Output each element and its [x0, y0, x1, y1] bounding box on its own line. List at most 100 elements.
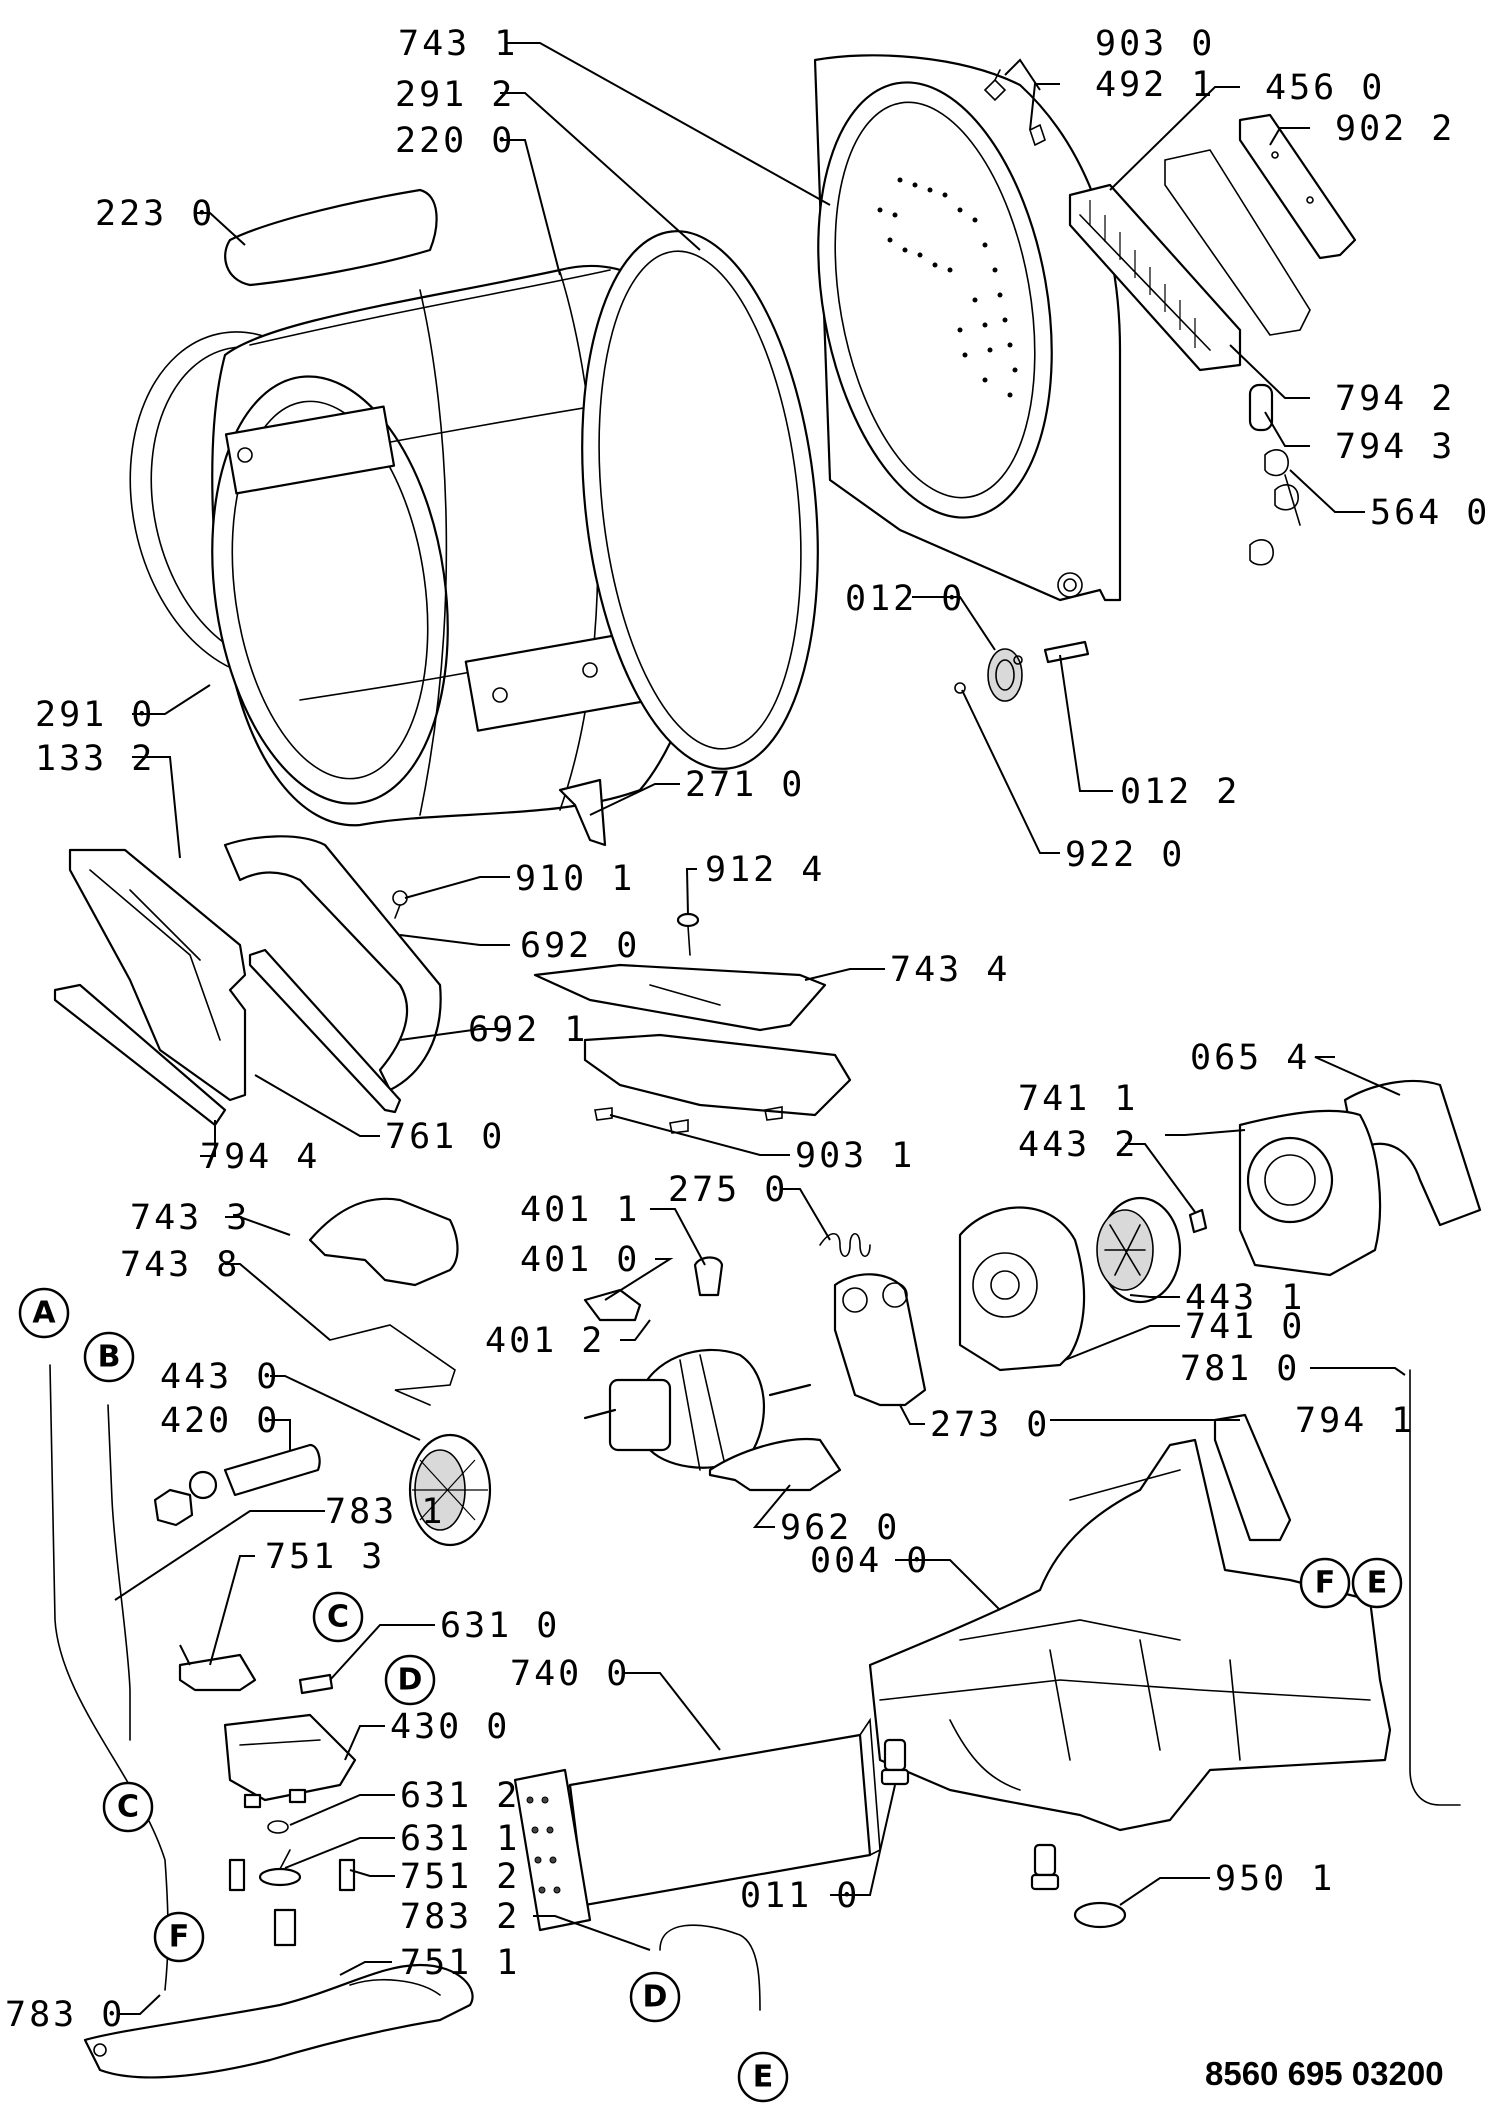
label-004-0: 004 0 [810, 1541, 930, 1581]
label-903-0: 903 0 [1095, 24, 1215, 64]
connector-E-base: E [1351, 1557, 1403, 1609]
svg-text:D: D [398, 1663, 423, 1698]
label-401-1: 401 1 [520, 1190, 640, 1230]
shaft [1043, 640, 1090, 664]
label-631-0: 631 0 [440, 1606, 560, 1646]
front-air-duct [68, 848, 247, 1102]
filter-gasket [1164, 149, 1311, 336]
label-903-1: 903 1 [795, 1136, 915, 1176]
label-443-0: 443 0 [160, 1357, 280, 1397]
clamp-401-1 [693, 1256, 724, 1297]
wiring-harness [83, 1963, 474, 2079]
part-labels: 743 1 903 0 492 1 456 0 902 2 291 2 220 … [5, 24, 1490, 2035]
adjustable-foot-right [1030, 1843, 1060, 1891]
fan-housing-front [1238, 1109, 1382, 1277]
label-922-0: 922 0 [1065, 835, 1185, 875]
label-456-0: 456 0 [1265, 68, 1385, 108]
foam-pad [1343, 1079, 1482, 1227]
connector-D-pump: D [384, 1654, 436, 1706]
label-950-1: 950 1 [1215, 1859, 1335, 1899]
rear-panel [813, 54, 1122, 602]
shaft-with-nut [153, 1443, 321, 1527]
label-275-0: 275 0 [668, 1170, 788, 1210]
hose-783-2 [659, 1924, 761, 2011]
connectors-751-2 [228, 1858, 356, 1947]
label-912-4: 912 4 [705, 850, 825, 890]
label-220-0: 220 0 [395, 121, 515, 161]
hose-781-0 [1409, 1369, 1461, 1806]
label-401-2: 401 2 [485, 1321, 605, 1361]
clip-903-0 [983, 69, 1007, 102]
label-223-0: 223 0 [95, 194, 215, 234]
clamps [1249, 449, 1301, 566]
label-401-0: 401 0 [520, 1240, 640, 1280]
label-012-0: 012 0 [845, 579, 965, 619]
label-271-0: 271 0 [685, 765, 805, 805]
clip-631-0 [298, 1673, 334, 1695]
screw-912-4 [676, 912, 700, 956]
washer-left [954, 682, 966, 694]
svg-text:E: E [1367, 1566, 1388, 1601]
label-443-2: 443 2 [1018, 1125, 1138, 1165]
label-962-0: 962 0 [780, 1508, 900, 1548]
clip-492-1 [1029, 123, 1046, 147]
svg-text:A: A [32, 1296, 56, 1331]
washer-right [1013, 655, 1023, 665]
label-743-4: 743 4 [890, 950, 1010, 990]
label-420-0: 420 0 [160, 1401, 280, 1441]
foot-cap [1073, 1901, 1127, 1929]
label-761-0: 761 0 [385, 1117, 505, 1157]
document-number: 8560 695 03200 [1205, 2055, 1444, 2092]
svg-text:D: D [643, 1980, 668, 2015]
screw-910-1 [392, 890, 408, 919]
bracket-751-3 [178, 1653, 257, 1692]
label-430-0: 430 0 [390, 1707, 510, 1747]
connector-E-hose: E [737, 2051, 789, 2103]
connector-B-top: B [83, 1331, 135, 1383]
label-564-0: 564 0 [1370, 493, 1490, 533]
adjustable-foot-left [880, 1738, 910, 1786]
label-692-1: 692 1 [468, 1010, 588, 1050]
label-741-0: 741 0 [1185, 1307, 1305, 1347]
label-291-0: 291 0 [35, 695, 155, 735]
hose-B [107, 1404, 131, 1741]
label-751-2: 751 2 [400, 1857, 520, 1897]
label-794-4: 794 4 [200, 1137, 320, 1177]
motor [583, 1348, 812, 1471]
base-seal [1213, 1413, 1292, 1542]
drum-support-bracket [558, 778, 607, 847]
label-631-1: 631 1 [400, 1819, 520, 1859]
label-133-2: 133 2 [35, 739, 155, 779]
door-seal-strip [248, 948, 402, 1114]
label-743-1: 743 1 [398, 24, 518, 64]
svg-text:C: C [117, 1790, 139, 1825]
label-273-0: 273 0 [930, 1405, 1050, 1445]
o-ring-631-2 [267, 1820, 289, 1834]
label-012-2: 012 2 [1120, 772, 1240, 812]
wire-743-8 [329, 1324, 456, 1406]
label-781-0: 781 0 [1180, 1349, 1300, 1389]
filter-cover [1238, 113, 1357, 260]
rear-drum-seal [581, 230, 819, 770]
drum-lifter [224, 188, 438, 287]
label-740-0: 740 0 [510, 1654, 630, 1694]
pump-430-0 [223, 1713, 357, 1809]
clamp-401-0 [583, 1288, 642, 1322]
label-794-3: 794 3 [1335, 427, 1455, 467]
label-065-4: 065 4 [1190, 1038, 1310, 1078]
label-902-2: 902 2 [1335, 109, 1455, 149]
bracket-743-4-upper [533, 963, 827, 1032]
connector-C-hose: C [102, 1781, 154, 1833]
heat-exchanger [513, 1717, 881, 1932]
connector-C-pump: C [312, 1591, 364, 1643]
label-783-1: 783 1 [325, 1492, 445, 1532]
fan-wheel-rear [1096, 1196, 1182, 1304]
label-741-1: 741 1 [1018, 1079, 1138, 1119]
clips-903-1 [594, 1106, 783, 1134]
float-631-1 [258, 1849, 302, 1887]
label-631-2: 631 2 [400, 1776, 520, 1816]
svg-text:F: F [169, 1920, 190, 1955]
label-783-0: 783 0 [5, 1995, 125, 2035]
clip-443-2 [1188, 1208, 1208, 1234]
